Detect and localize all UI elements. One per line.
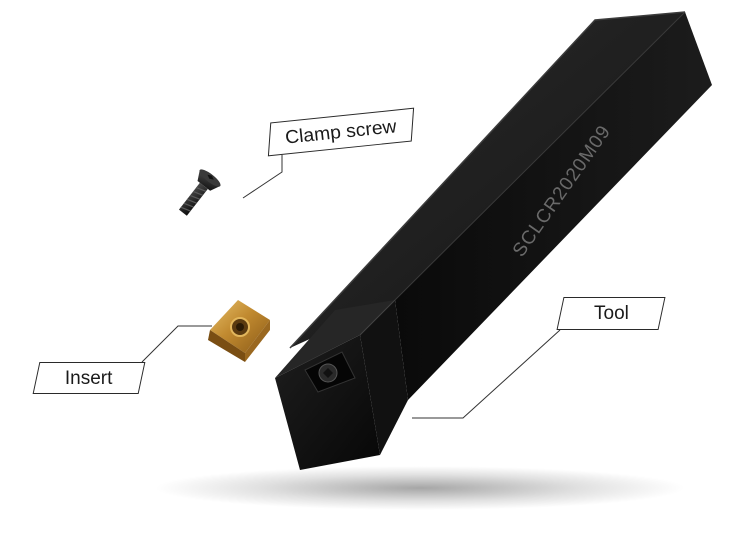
leader-insert: [141, 325, 212, 363]
callout-insert: Insert: [32, 362, 146, 394]
leader-clamp-screw: [242, 150, 283, 199]
tool-side-face: [395, 12, 712, 400]
tool-top-face: [290, 12, 685, 348]
leader-lines: [141, 150, 561, 419]
callout-clamp-screw-label: Clamp screw: [284, 116, 398, 148]
floor-shadow: [155, 466, 685, 510]
clamp-screw: [178, 169, 221, 216]
tool-holder: SCLCR2020M09: [275, 11, 712, 470]
cutting-insert: [208, 300, 270, 362]
tool-head-top: [275, 300, 395, 378]
callout-tool-label: Tool: [593, 303, 629, 324]
leader-tool: [412, 329, 561, 419]
callout-insert-label: Insert: [65, 367, 113, 389]
tool-front-face: [275, 335, 380, 470]
tool-edge-highlight: [289, 11, 686, 349]
tool-head-side: [360, 300, 408, 455]
callout-tool: Tool: [556, 297, 666, 330]
